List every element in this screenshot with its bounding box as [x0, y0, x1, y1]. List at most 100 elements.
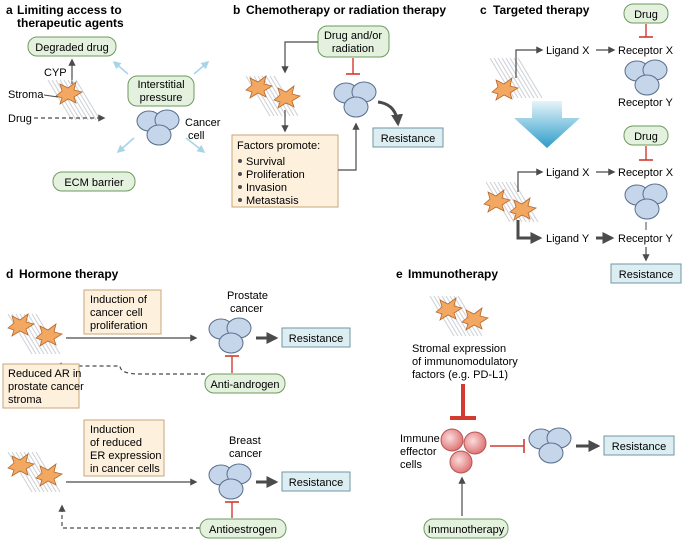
factor-bullet — [238, 198, 242, 202]
cancer-cell-cluster-b — [333, 81, 377, 118]
interstitial-line2: pressure — [140, 92, 183, 104]
drug-box-c-bottom — [623, 125, 669, 146]
induction-proliferation-box — [83, 289, 162, 335]
ecm-barrier-box — [52, 171, 136, 192]
stroma-label: Stroma — [8, 89, 44, 101]
panel-c-letter: c — [480, 3, 487, 17]
resistance-box-d2 — [281, 471, 351, 492]
stromal-line2: of immunomodulatory — [412, 356, 518, 368]
anti-androgen-label: Anti-androgen — [210, 379, 279, 391]
drug-radiation-line1: Drug and/or — [324, 30, 382, 42]
resistance-label-c: Resistance — [619, 269, 673, 281]
reduced-ar-line3: stroma — [8, 394, 43, 406]
drug-radiation-line2: radiation — [332, 43, 374, 55]
factor-item: Invasion — [246, 182, 287, 194]
stroma-to-ligand-x-bottom — [517, 168, 544, 192]
factor-item: Survival — [246, 156, 285, 168]
stromal-line1: Stromal expression — [412, 343, 506, 355]
cancer-cell-cluster-c-top — [624, 59, 668, 96]
resistance-box-e — [603, 435, 675, 456]
immune-line3: cells — [400, 459, 423, 471]
panel-b-title: Chemotherapy or radiation therapy — [246, 3, 446, 17]
ligand-x-top-label: Ligand X — [546, 45, 590, 57]
drug-label-c-bottom: Drug — [634, 131, 658, 143]
panel-a-title-line2: therapeutic agents — [17, 16, 124, 30]
cancer-cell-line2: cell — [188, 130, 205, 142]
degraded-drug-box — [27, 36, 117, 57]
factor-bullet — [238, 159, 242, 163]
panel-a-letter: a — [6, 3, 13, 17]
resistance-label-d1: Resistance — [289, 333, 343, 345]
panel-b-letter: b — [233, 3, 240, 17]
induction2-line2: of reduced — [90, 437, 142, 449]
stroma-cell-d2b — [35, 463, 63, 487]
panel-d-letter: d — [6, 267, 13, 281]
induction2-line1: Induction — [90, 424, 135, 436]
degraded-drug-label: Degraded drug — [35, 42, 108, 54]
stroma-cell-c-top — [491, 77, 519, 101]
ligand-y-label: Ligand Y — [546, 233, 590, 245]
drug-to-stroma-arrow — [281, 41, 318, 74]
receptor-x-top-label: Receptor X — [618, 45, 674, 57]
receptor-y-top-label: Receptor Y — [618, 97, 673, 109]
induction2-line3: ER expression — [90, 450, 162, 462]
factor-bullet — [238, 172, 242, 176]
stroma-to-ligand-x-top — [515, 46, 544, 78]
factor-bullet — [238, 185, 242, 189]
reduced-ar-line1: Reduced AR in — [8, 368, 81, 380]
immunotherapy-label: Immunotherapy — [428, 524, 505, 536]
pressure-arrow-nw — [112, 60, 129, 75]
prostate-line2: cancer — [230, 303, 263, 315]
pressure-arrow-ne — [193, 60, 210, 75]
immunotherapy-box — [423, 518, 509, 539]
induction1-line2: cancer cell — [90, 307, 143, 319]
panel-e-letter: e — [396, 267, 403, 281]
breast-line1: Breast — [229, 435, 261, 447]
immune-line1: Immune — [400, 433, 440, 445]
resistance-box-b — [372, 127, 444, 148]
factors-list: Survival Proliferation Invasion Metastas… — [238, 156, 305, 207]
panel-d: d Hormone therapy Induction of cancer ce… — [2, 267, 351, 539]
induction-er-box — [83, 419, 165, 477]
resistance-label-d2: Resistance — [289, 477, 343, 489]
drug-label-a: Drug — [8, 113, 32, 125]
anti-androgen-box — [204, 373, 286, 394]
induction1-line3: proliferation — [90, 320, 147, 332]
drug-box-c-top — [623, 3, 669, 24]
reduced-ar-box — [2, 363, 80, 409]
antioestrogen-dashed-arrow — [58, 504, 200, 529]
immune-cell — [463, 431, 487, 455]
cancer-cell-cluster-c-bottom — [624, 183, 668, 220]
resistance-label-b: Resistance — [381, 133, 435, 145]
induction2-line4: in cancer cells — [90, 463, 160, 475]
panel-a: a Limiting access to therapeutic agents … — [6, 3, 221, 192]
pressure-arrow-se — [185, 137, 206, 153]
immune-line2: effector — [400, 446, 437, 458]
cancer-to-resistance-arrow-b — [377, 100, 404, 127]
immune-effector-cells — [440, 428, 487, 474]
prostate-cancer-cluster — [208, 317, 252, 354]
factor-item: Metastasis — [246, 195, 299, 207]
cancer-cell-line1: Cancer — [185, 117, 221, 129]
panel-c-title: Targeted therapy — [493, 3, 590, 17]
receptor-y-bottom-label: Receptor Y — [618, 233, 673, 245]
factor-item: Proliferation — [246, 169, 305, 181]
reduced-ar-line2: prostate cancer — [8, 381, 84, 393]
panel-a-title-line1: Limiting access to — [17, 3, 122, 17]
panel-d-title: Hormone therapy — [19, 267, 119, 281]
immune-cell — [449, 450, 473, 474]
panel-e: e Immunotherapy Stromal expression of im… — [396, 267, 675, 539]
interstitial-pressure-box — [127, 75, 195, 107]
cancer-cell-cluster-a — [136, 109, 180, 146]
panel-b: b Chemotherapy or radiation therapy Drug… — [231, 3, 446, 208]
stroma-cell-e2 — [461, 307, 489, 331]
pressure-arrow-sw — [116, 137, 135, 154]
receptor-x-bottom-label: Receptor X — [618, 167, 674, 179]
cyp-label: CYP — [44, 67, 67, 79]
panel-e-title: Immunotherapy — [408, 267, 498, 281]
drug-label-c-top: Drug — [634, 9, 658, 21]
antioestrogen-label: Antioestrogen — [209, 524, 277, 536]
panel-c: c Targeted therapy Drug Ligand X Recepto… — [480, 3, 682, 284]
transition-arrow — [514, 101, 580, 148]
stroma-to-ligand-y — [516, 220, 543, 244]
